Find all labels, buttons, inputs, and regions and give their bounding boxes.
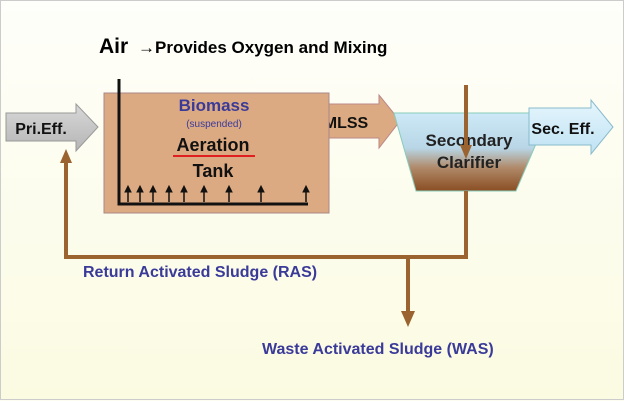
mlss-arrow: MLSS bbox=[320, 93, 401, 150]
bubble-arrowhead bbox=[149, 184, 157, 193]
clarifier-label-line2: Clarifier bbox=[437, 153, 502, 172]
aeration-label: Aeration bbox=[176, 135, 249, 155]
was-label: Waste Activated Sludge (WAS) bbox=[262, 341, 494, 358]
secondary-effluent-arrow: Sec. Eff. bbox=[528, 98, 614, 156]
sludge-pipes bbox=[64, 85, 468, 313]
bubble-arrowhead bbox=[257, 184, 265, 193]
bubble-arrowhead bbox=[302, 184, 310, 193]
biomass-label: Biomass bbox=[179, 96, 250, 115]
bubble-arrowhead bbox=[225, 184, 233, 193]
bubble-arrowhead bbox=[200, 184, 208, 193]
was-arrowhead bbox=[401, 311, 415, 327]
feed-down-arrowhead bbox=[460, 145, 472, 159]
bubble-arrowhead bbox=[180, 184, 188, 193]
secondary-effluent-label: Sec. Eff. bbox=[531, 121, 594, 138]
primary-effluent-label: Pri.Eff. bbox=[15, 121, 67, 138]
secondary-clarifier: Secondary Clarifier bbox=[393, 112, 550, 192]
clarifier-label-line1: Secondary bbox=[426, 131, 513, 150]
primary-effluent-arrow: Pri.Eff. bbox=[5, 102, 99, 153]
air-description: →Provides Oxygen and Mixing bbox=[138, 38, 387, 57]
bubble-arrowhead bbox=[165, 184, 173, 193]
ras-label: Return Activated Sludge (RAS) bbox=[83, 264, 317, 281]
mlss-label: MLSS bbox=[324, 115, 369, 132]
suspended-label: (suspended) bbox=[186, 119, 242, 130]
aeration-tank: Biomass (suspended) Aeration Tank bbox=[103, 79, 330, 214]
bubble-arrowhead bbox=[136, 184, 144, 193]
bubble-arrowhead bbox=[124, 184, 132, 193]
tank-label: Tank bbox=[193, 161, 235, 181]
air-bubble-arrows bbox=[124, 184, 310, 202]
air-diffuser-pipe bbox=[117, 79, 308, 206]
ras-arrowhead bbox=[60, 149, 72, 163]
air-label: Air bbox=[99, 35, 128, 58]
